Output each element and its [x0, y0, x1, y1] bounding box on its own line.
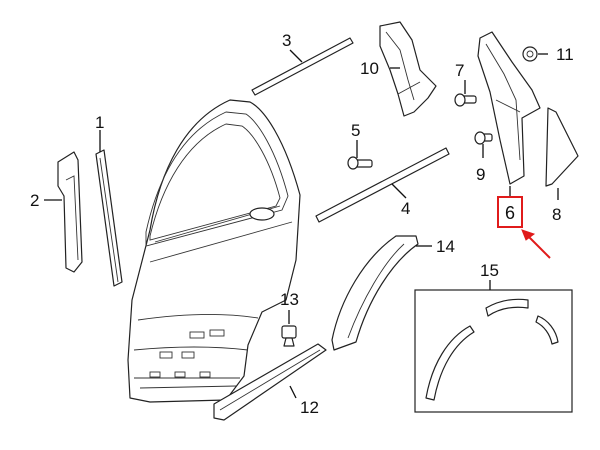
callout-12: 12: [300, 398, 319, 417]
part-2-pillar-trim: [57, 151, 83, 273]
callout-8: 8: [552, 205, 561, 224]
callout-2: 2: [30, 191, 39, 210]
callout-5: 5: [351, 121, 360, 140]
part-12-rocker-molding: [213, 343, 327, 421]
part-9-clip: [474, 131, 493, 145]
part-3-upper-strip: [251, 37, 354, 96]
callout-14: 14: [436, 237, 455, 256]
callout-6: 6: [505, 203, 515, 223]
highlight-arrow-head: [521, 229, 536, 241]
callout-7: 7: [455, 61, 464, 80]
callout-1: 1: [95, 113, 104, 132]
rear-door-shell: [127, 99, 301, 403]
leader-lines: [44, 49, 559, 399]
callout-10: 10: [360, 59, 379, 78]
callout-13: 13: [280, 290, 299, 309]
part-15-kit-box: [414, 289, 573, 413]
highlight-box: [497, 196, 523, 228]
part-13-clip: [281, 325, 297, 347]
part-1-molding: [95, 149, 123, 287]
part-7-screw: [454, 93, 477, 107]
part-4-belt-strip: [315, 147, 450, 223]
callout-labels: 1 2 3 4 5 6 7 8 9 10 11 12 13 14 15: [30, 31, 574, 417]
highlight-arrow-shaft: [525, 233, 551, 259]
part-11-nut: [522, 46, 538, 62]
part-8-triangle-trim: [545, 107, 579, 187]
callout-11: 11: [556, 45, 574, 64]
callout-9: 9: [476, 165, 485, 184]
part-14-arch-molding: [331, 235, 419, 351]
callout-15: 15: [480, 261, 499, 280]
highlight-part-6: [497, 196, 551, 259]
part-10-window-bracket: [379, 21, 437, 117]
callout-4: 4: [401, 199, 410, 218]
part-5-screw: [347, 156, 373, 170]
callout-3: 3: [282, 31, 291, 50]
part-6-pillar-applique: [477, 31, 541, 185]
